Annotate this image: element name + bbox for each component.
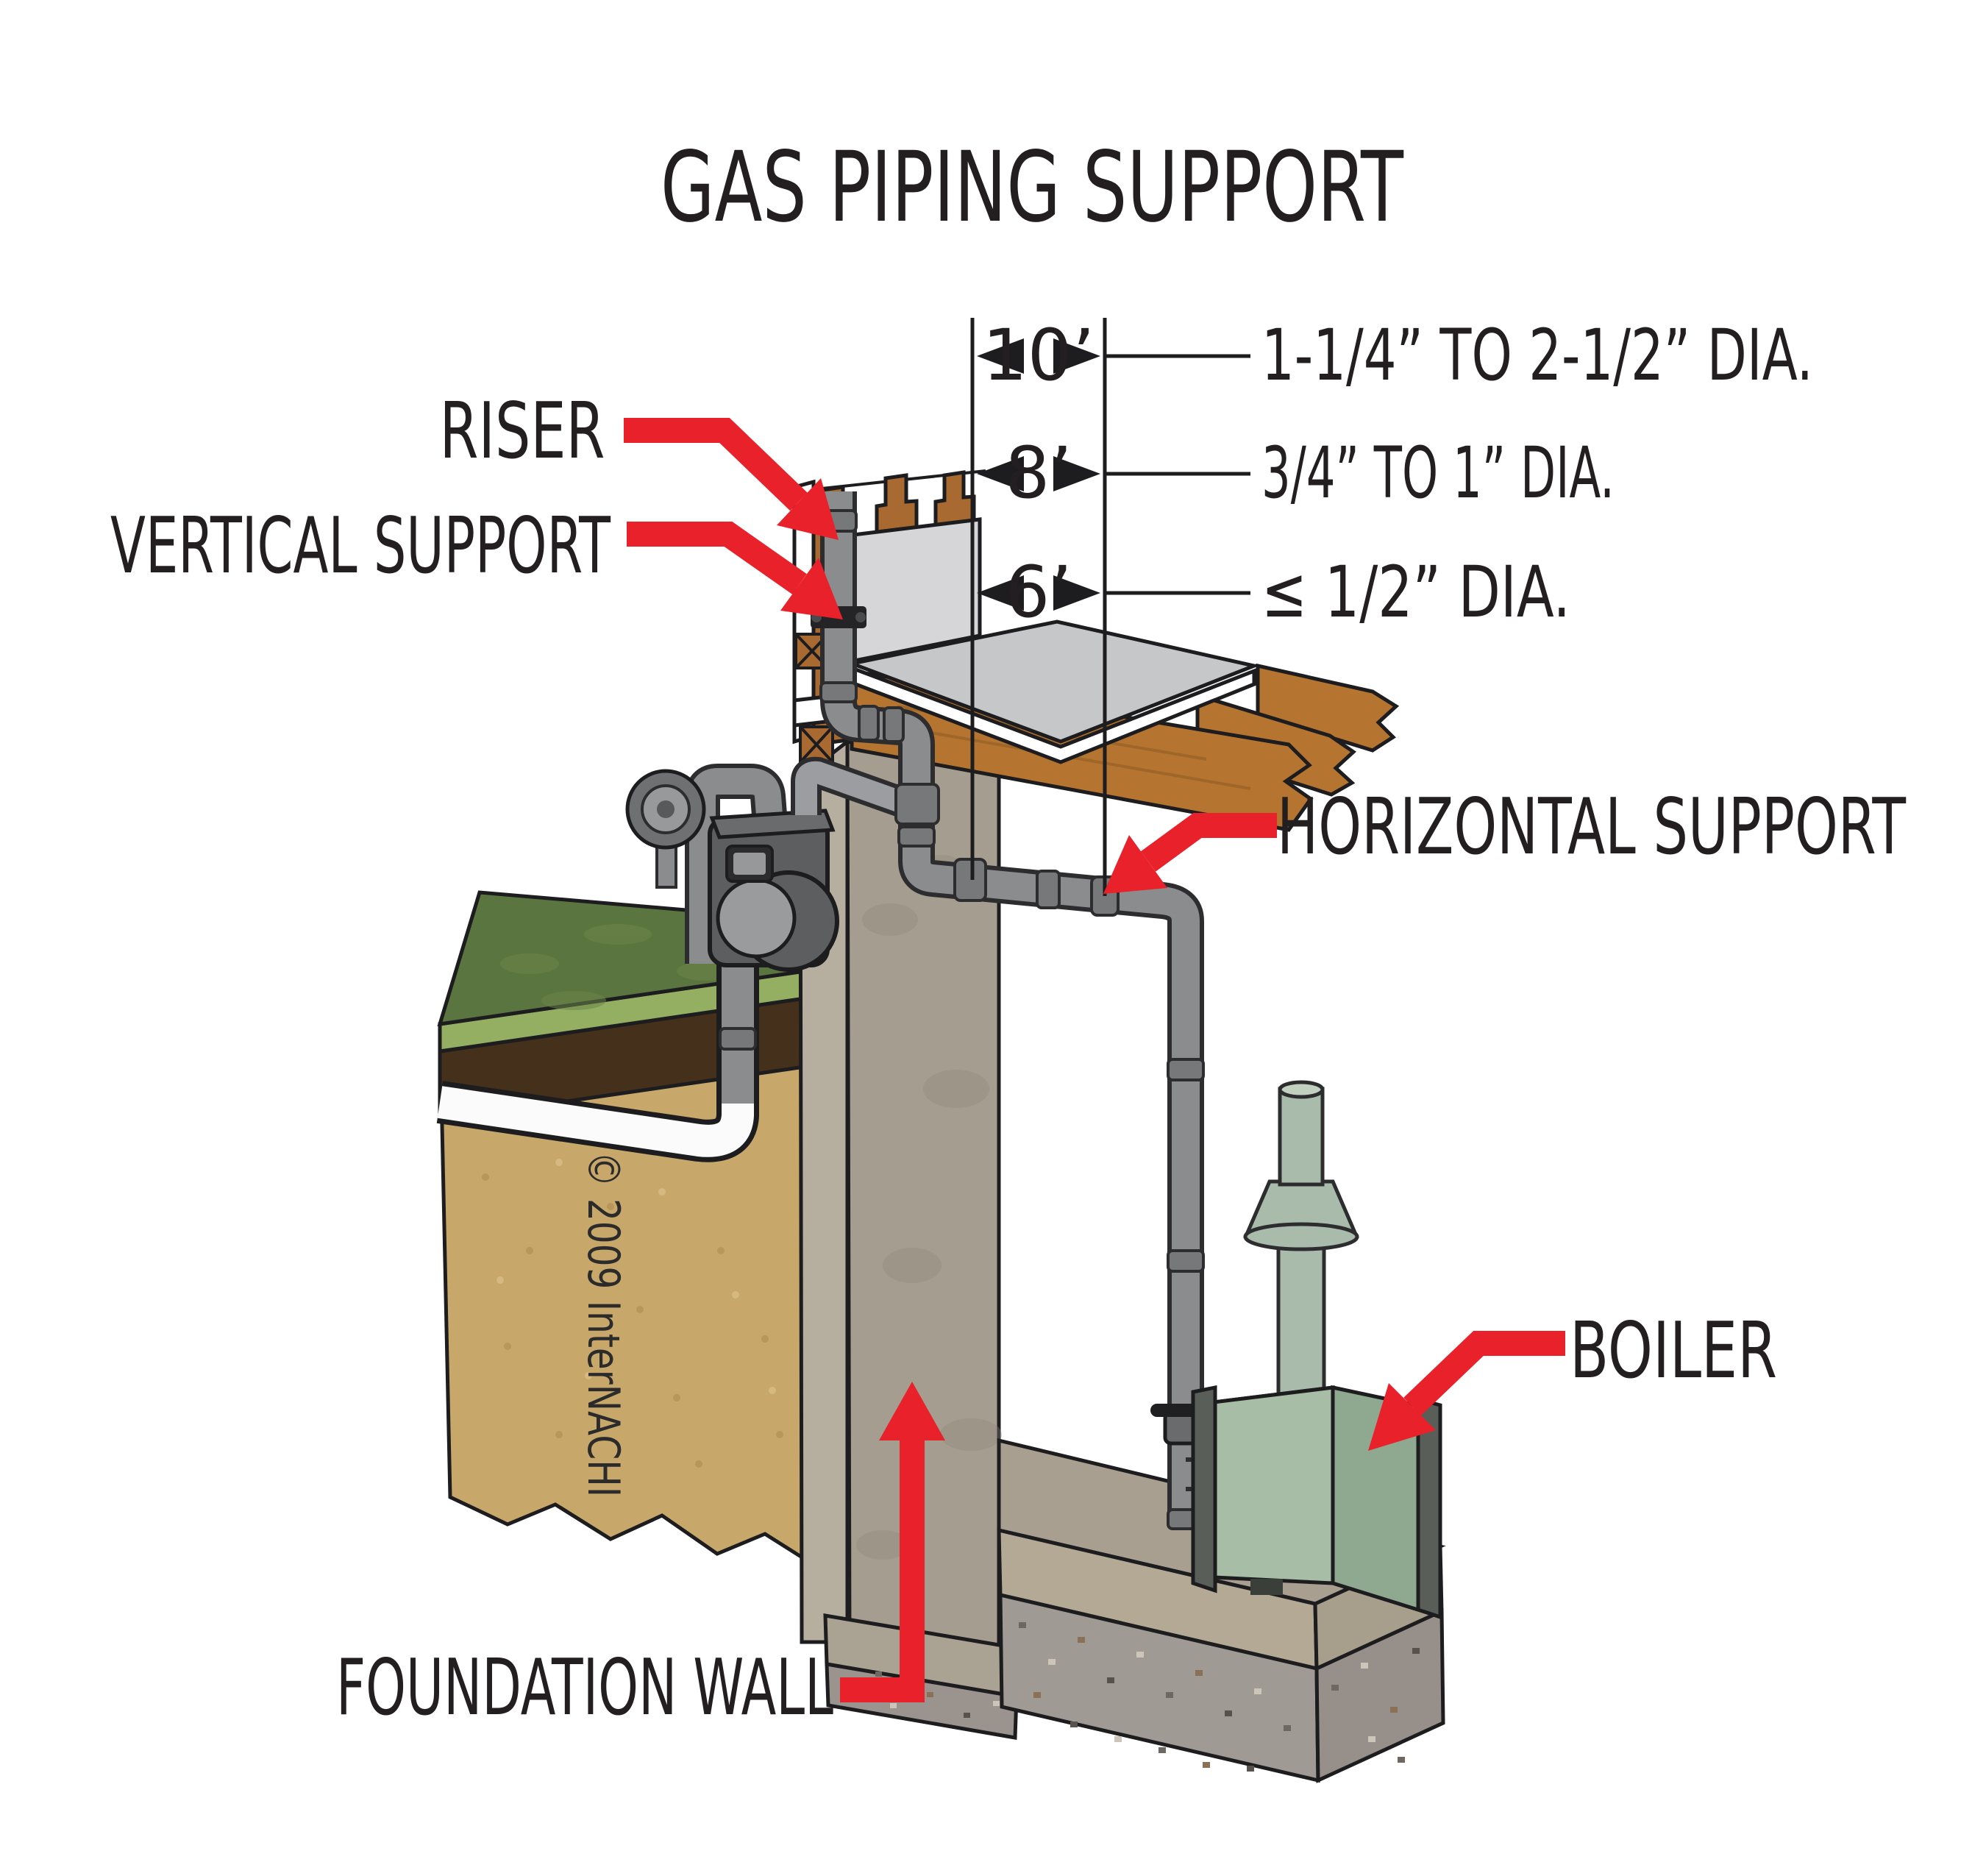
- stud-back-1: [875, 473, 919, 536]
- vent-top-rim: [1278, 1080, 1325, 1099]
- subfloor-panel: [844, 619, 1261, 744]
- riser-coupling: [819, 681, 858, 703]
- vertical-support-arrowhead: [780, 558, 843, 619]
- riser-callout-arrowhead: [777, 478, 839, 540]
- run-coupling: [1036, 870, 1061, 909]
- draft-hood-rim: [1243, 1222, 1359, 1251]
- horizontal-support-label: HORIZONTAL SUPPORT: [1277, 782, 1907, 872]
- gas-piping: [791, 491, 1227, 1530]
- boiler-front-face: [1211, 1385, 1335, 1585]
- dim6-distance: 6’: [1005, 551, 1072, 633]
- boiler-arrowhead: [1368, 1383, 1436, 1451]
- boiler-foot: [1250, 1579, 1283, 1595]
- gas-meter: [625, 764, 839, 972]
- tee-fitting: [894, 783, 940, 825]
- x-blocking: [794, 633, 834, 764]
- service-riser-coupling: [719, 1027, 757, 1051]
- meter-inlet-pipe-body: [689, 768, 783, 964]
- meter-top-face: [709, 809, 836, 839]
- copyright-text: © 2009 InterNACHI: [577, 1151, 629, 1497]
- dim10-distance: 10’: [983, 314, 1095, 397]
- dim6-pipe-size: ≤ 1/2” DIA.: [1261, 551, 1570, 633]
- dim8-pipe-size: 3/4” TO 1” DIA.: [1261, 432, 1615, 514]
- foundation-wall-label: FOUNDATION WALL: [336, 1643, 833, 1733]
- dim10-pipe-size: 1-1/4” TO 2-1/2” DIA.: [1261, 314, 1813, 397]
- riser-callout-arrow-shaft: [624, 418, 808, 511]
- soil-block: © 2009 InterNACHI: [436, 890, 817, 1569]
- gravel-right-face: [1314, 1608, 1445, 1783]
- stud-back-2: [933, 470, 976, 529]
- drop-coupling-2: [1167, 1249, 1205, 1273]
- regulator-stem: [655, 842, 677, 889]
- drop-coupling-1: [1167, 1058, 1205, 1081]
- dim8-distance: 8’: [1005, 432, 1072, 514]
- vertical-support-label: VERTICAL SUPPORT: [110, 501, 611, 591]
- dim8-arrow-right: [1053, 456, 1100, 491]
- boiler-arrow-shaft: [1403, 1331, 1565, 1416]
- top-run-coupling-1: [858, 705, 880, 742]
- horizontal-support-arrowhead: [1103, 835, 1167, 894]
- horizontal-support-arrow-shaft: [1140, 813, 1277, 872]
- floor-framing: [844, 619, 1400, 832]
- drop-coupling: [897, 825, 936, 848]
- vertical-support-arrow-shaft: [627, 522, 807, 594]
- dim10-arrow-left: [977, 338, 1024, 374]
- boiler: [1191, 1080, 1442, 1620]
- foundation-wall-arrowhead: [879, 1382, 945, 1440]
- meter-outlet-pipe-body: [795, 761, 909, 815]
- foundation-wall-connector: [840, 1435, 925, 1702]
- riser-label: RISER: [440, 386, 605, 476]
- regulator-hub: [657, 800, 675, 818]
- underground-service-pipe: [437, 1086, 754, 1157]
- gravel-speckles: [1019, 1622, 1420, 1772]
- dim10-arrow-right: [1053, 338, 1100, 374]
- meter-display-screen: [733, 853, 766, 875]
- vent-upper-cylinder: [1278, 1087, 1325, 1187]
- dim6-arrow-right: [1053, 575, 1100, 611]
- dimension-annotations: 10’ 1-1/4” TO 2-1/2” DIA. 8’ 3/4” TO 1” …: [970, 314, 1813, 896]
- boiler-label: BOILER: [1570, 1306, 1777, 1396]
- dim6-arrow-left: [977, 575, 1024, 611]
- top-run-coupling-2: [883, 706, 905, 743]
- clamp-bolt-right: [855, 612, 866, 622]
- boiler-left-channel: [1191, 1385, 1217, 1593]
- callouts: RISER VERTICAL SUPPORT HORIZONTAL SUPPOR…: [110, 386, 1907, 1733]
- run-union: [953, 858, 987, 902]
- diagram-title: GAS PIPING SUPPORT: [661, 131, 1404, 244]
- meter-front-disc: [716, 878, 797, 959]
- dim8-arrow-left: [977, 456, 1024, 491]
- subsoil-speckles-light: [496, 1159, 776, 1394]
